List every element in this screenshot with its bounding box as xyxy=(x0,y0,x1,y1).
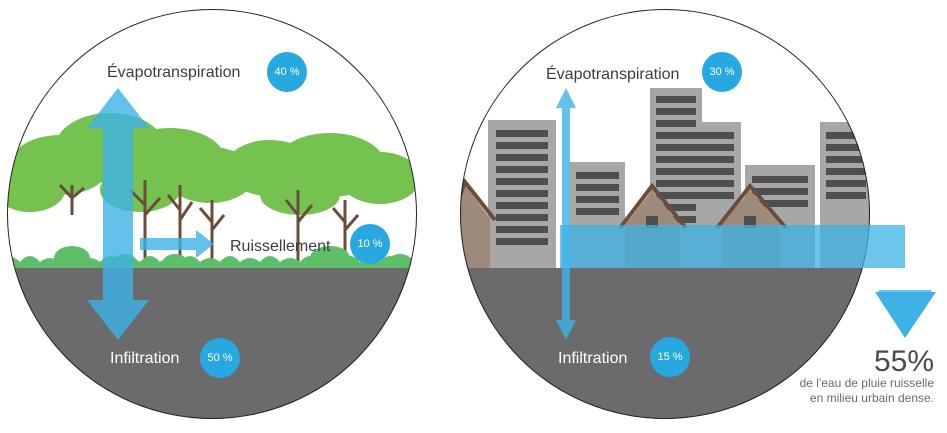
natural-infiltration-badge: 50 % xyxy=(200,338,240,378)
urban-runoff-value: 55% xyxy=(873,345,934,378)
building-windows xyxy=(496,96,866,245)
urban-runoff-arrow xyxy=(560,225,932,335)
natural-infiltration-label: Infiltration xyxy=(110,350,180,367)
natural-runoff-label: Ruissellement xyxy=(230,238,331,255)
water-arrows xyxy=(87,88,214,340)
infiltration-arrow xyxy=(556,320,576,340)
natural-evapotranspiration-label: Évapotranspiration xyxy=(107,64,241,81)
urban-runoff-note: de l'eau de pluie ruisselle en milieu ur… xyxy=(799,376,934,405)
urban-infiltration-label: Infiltration xyxy=(558,350,628,367)
infiltration-arrow xyxy=(87,300,149,340)
natural-evapotranspiration-badge: 40 % xyxy=(267,52,307,92)
natural-runoff-badge: 10 % xyxy=(350,224,390,264)
urban-evapotranspiration-label: Évapotranspiration xyxy=(546,66,680,83)
water-arrows xyxy=(556,88,576,340)
urban-runoff-arrowhead xyxy=(875,292,936,338)
runoff-arrow xyxy=(140,230,214,258)
evapotranspiration-arrow xyxy=(87,88,149,300)
urban-infiltration-badge: 15 % xyxy=(650,337,690,377)
evapotranspiration-arrow xyxy=(556,88,576,320)
urban-evapotranspiration-badge: 30 % xyxy=(702,52,742,92)
